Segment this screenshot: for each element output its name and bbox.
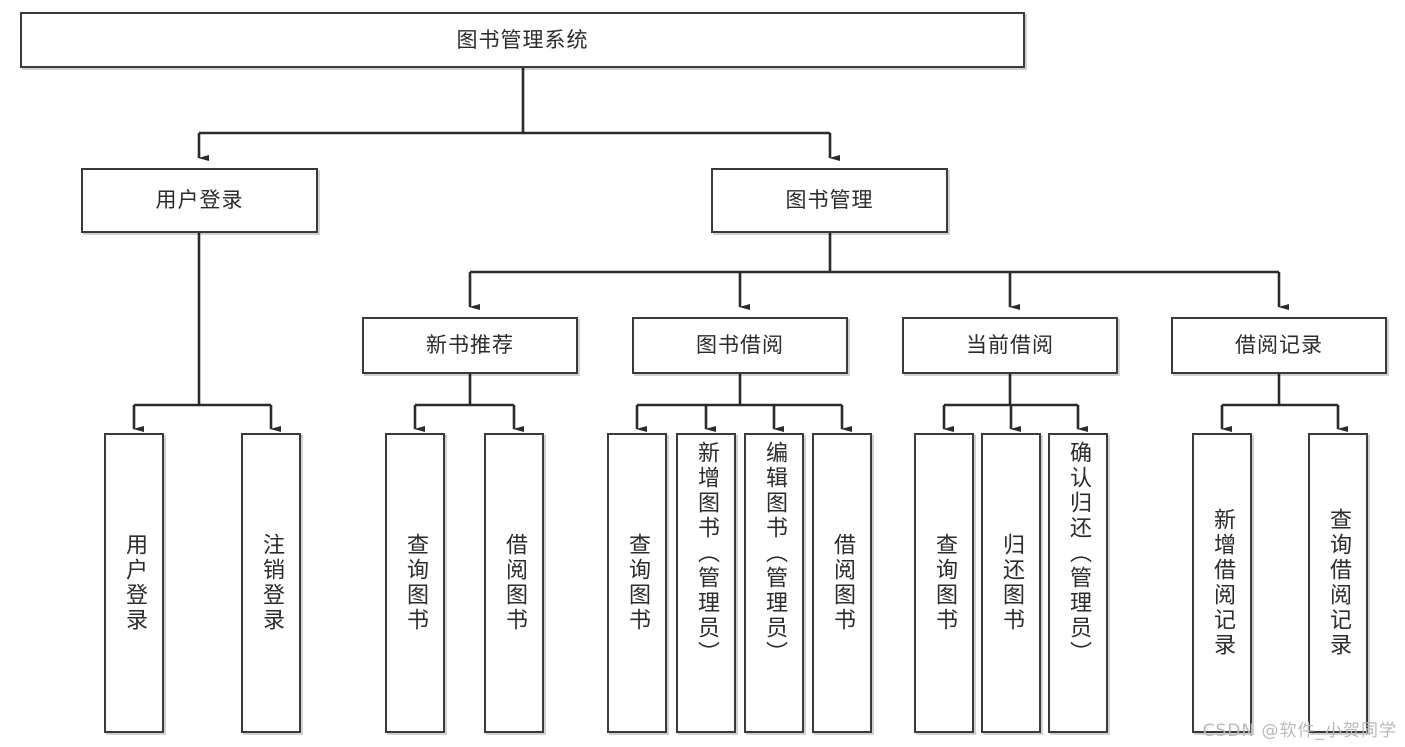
node-label: 借阅记录 [1235, 333, 1323, 358]
node-label: 归还图书 [998, 533, 1024, 633]
node-label: 查询借阅记录 [1325, 508, 1351, 658]
leaf-borrow-edit-book-admin[interactable]: 编辑图书（管理员） [744, 433, 804, 733]
node-label: 借阅图书 [829, 533, 855, 633]
leaf-recommend-borrow-book[interactable]: 借阅图书 [484, 433, 544, 733]
leaf-user-login-login[interactable]: 用户登录 [104, 433, 164, 733]
leaf-recommend-query-book[interactable]: 查询图书 [385, 433, 445, 733]
node-label: 当前借阅 [966, 333, 1054, 358]
node-label: 新书推荐 [426, 333, 514, 358]
watermark: CSDN @软件_小贺同学 [1202, 721, 1397, 741]
leaf-records-add-record[interactable]: 新增借阅记录 [1192, 433, 1252, 733]
leaf-current-confirm-return-admin[interactable]: 确认归还（管理员） [1048, 433, 1108, 733]
leaf-current-return-book[interactable]: 归还图书 [981, 433, 1041, 733]
leaf-user-login-logout[interactable]: 注销登录 [241, 433, 301, 733]
node-new-book-recommend[interactable]: 新书推荐 [362, 317, 578, 374]
node-label: 用户登录 [121, 533, 147, 633]
node-label: 查询图书 [931, 533, 957, 633]
node-label: 新增借阅记录 [1209, 508, 1235, 658]
node-book-borrow[interactable]: 图书借阅 [632, 317, 848, 374]
node-book-management[interactable]: 图书管理 [711, 168, 948, 233]
leaf-records-query-record[interactable]: 查询借阅记录 [1308, 433, 1368, 733]
leaf-borrow-query-book[interactable]: 查询图书 [607, 433, 667, 733]
node-label: 图书管理系统 [456, 27, 589, 52]
node-label: 图书借阅 [696, 333, 784, 358]
leaf-borrow-borrow-book[interactable]: 借阅图书 [812, 433, 872, 733]
node-label: 查询图书 [402, 533, 428, 633]
node-label: 新增图书（管理员） [693, 441, 719, 666]
node-user-login[interactable]: 用户登录 [81, 168, 318, 233]
node-root-system[interactable]: 图书管理系统 [20, 12, 1025, 68]
node-label: 查询图书 [624, 533, 650, 633]
node-label: 编辑图书（管理员） [761, 441, 787, 666]
node-label: 用户登录 [155, 188, 244, 213]
leaf-borrow-add-book-admin[interactable]: 新增图书（管理员） [676, 433, 736, 733]
node-label: 确认归还（管理员） [1065, 441, 1091, 666]
leaf-current-query-book[interactable]: 查询图书 [914, 433, 974, 733]
node-label: 注销登录 [258, 533, 284, 633]
node-borrow-records[interactable]: 借阅记录 [1171, 317, 1387, 374]
node-label: 图书管理 [785, 188, 874, 213]
node-current-borrow[interactable]: 当前借阅 [902, 317, 1118, 374]
node-label: 借阅图书 [501, 533, 527, 633]
